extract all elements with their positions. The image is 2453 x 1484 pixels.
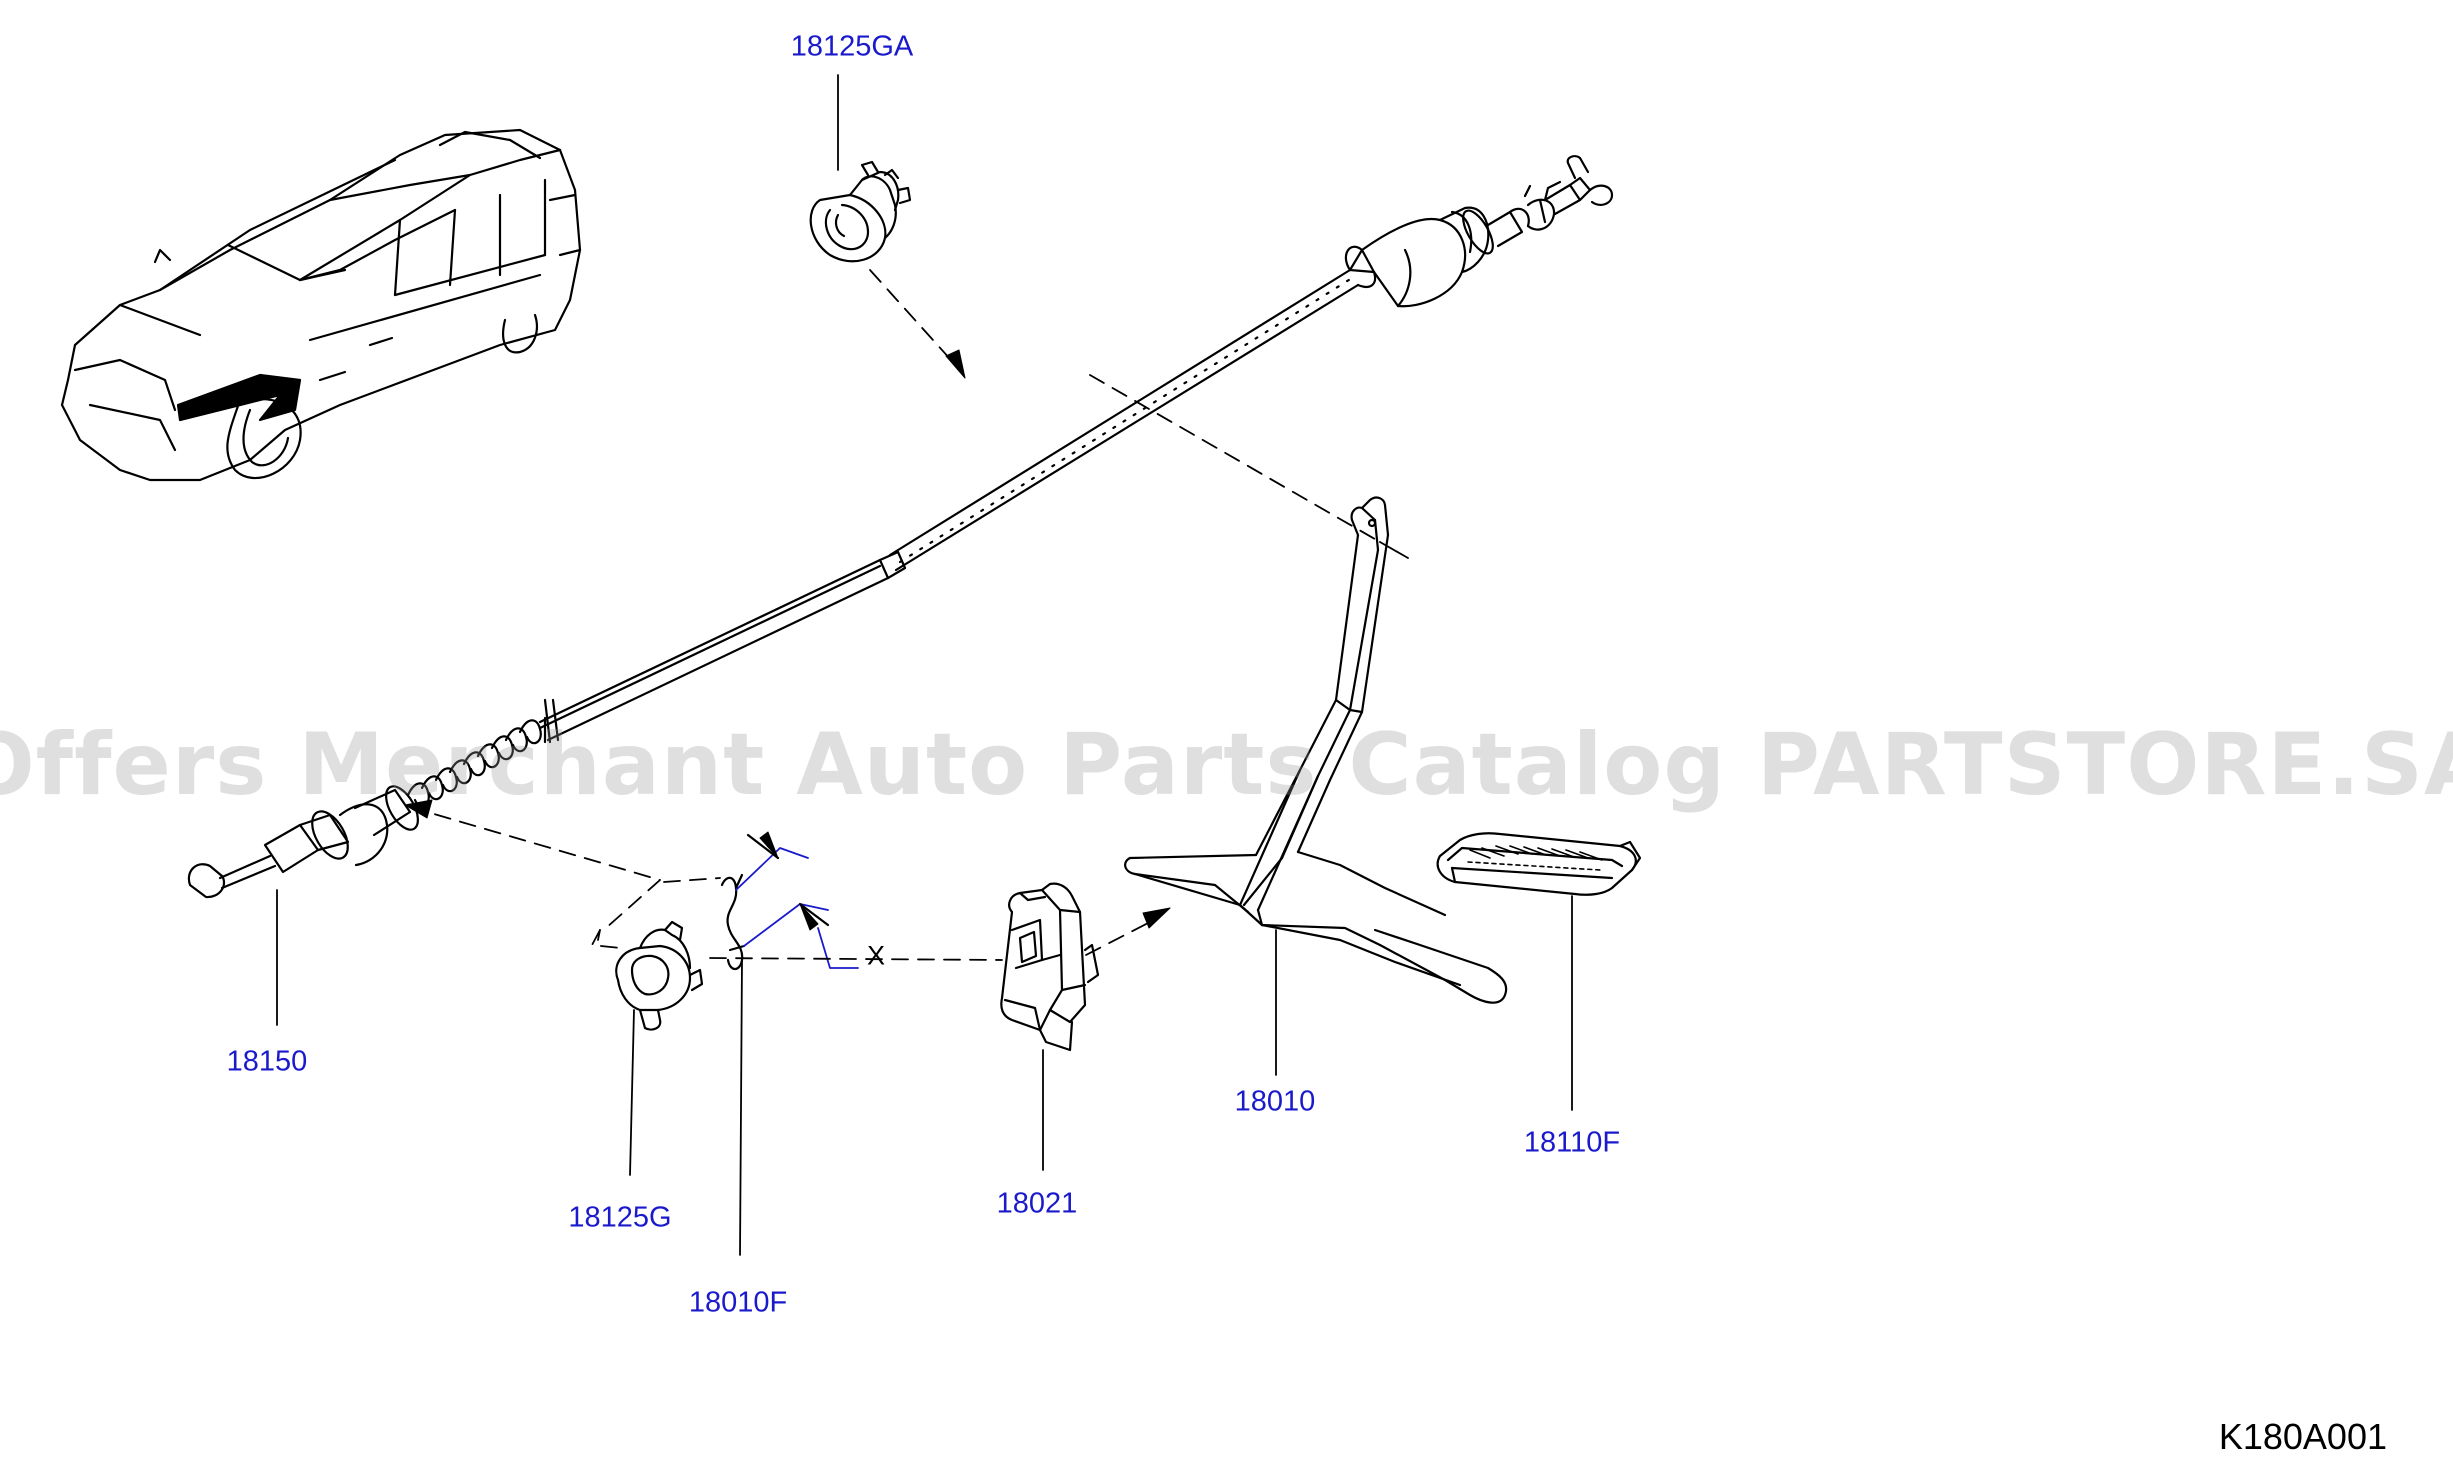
part-number-text: 18021 bbox=[996, 1187, 1078, 1220]
part-number-18010F[interactable]: 18010F bbox=[689, 1287, 787, 1320]
part-number-text: 18010 bbox=[1234, 1085, 1316, 1118]
accelerator-pedal-lever bbox=[1124, 496, 1508, 1004]
part-number-18021[interactable]: 18021 bbox=[997, 1188, 1078, 1221]
part-number-18110F[interactable]: 18110F bbox=[1524, 1127, 1620, 1160]
pedal-pad bbox=[1436, 832, 1642, 896]
part-number-text: 18125G bbox=[568, 1201, 672, 1234]
vehicle-locator-drawing bbox=[60, 128, 582, 482]
part-number-18125G[interactable]: 18125G bbox=[568, 1202, 671, 1235]
part-number-18010[interactable]: 18010 bbox=[1235, 1086, 1316, 1119]
dimension-x-label: X bbox=[866, 940, 886, 971]
illustration-reference-code: K180A001 bbox=[2218, 1416, 2387, 1457]
assembly-arrowheads bbox=[404, 349, 1171, 929]
part-number-18125GA[interactable]: 18125GA bbox=[791, 31, 914, 64]
part-number-text: 18110F bbox=[1523, 1126, 1621, 1159]
grommet-18125GA bbox=[809, 160, 912, 263]
leader-lines bbox=[276, 74, 1573, 1256]
stopper-18010F bbox=[720, 873, 746, 971]
grommet-18125G bbox=[615, 920, 704, 1031]
part-number-text: 18150 bbox=[226, 1045, 308, 1078]
part-number-18150[interactable]: 18150 bbox=[227, 1046, 308, 1079]
part-number-text: 18125GA bbox=[790, 30, 914, 63]
dimension-x-marker bbox=[735, 831, 859, 969]
accelerator-cable bbox=[187, 155, 1614, 899]
part-number-text: 18010F bbox=[688, 1286, 788, 1319]
bracket-18021 bbox=[1000, 882, 1100, 1052]
assembly-lines bbox=[409, 269, 1381, 961]
